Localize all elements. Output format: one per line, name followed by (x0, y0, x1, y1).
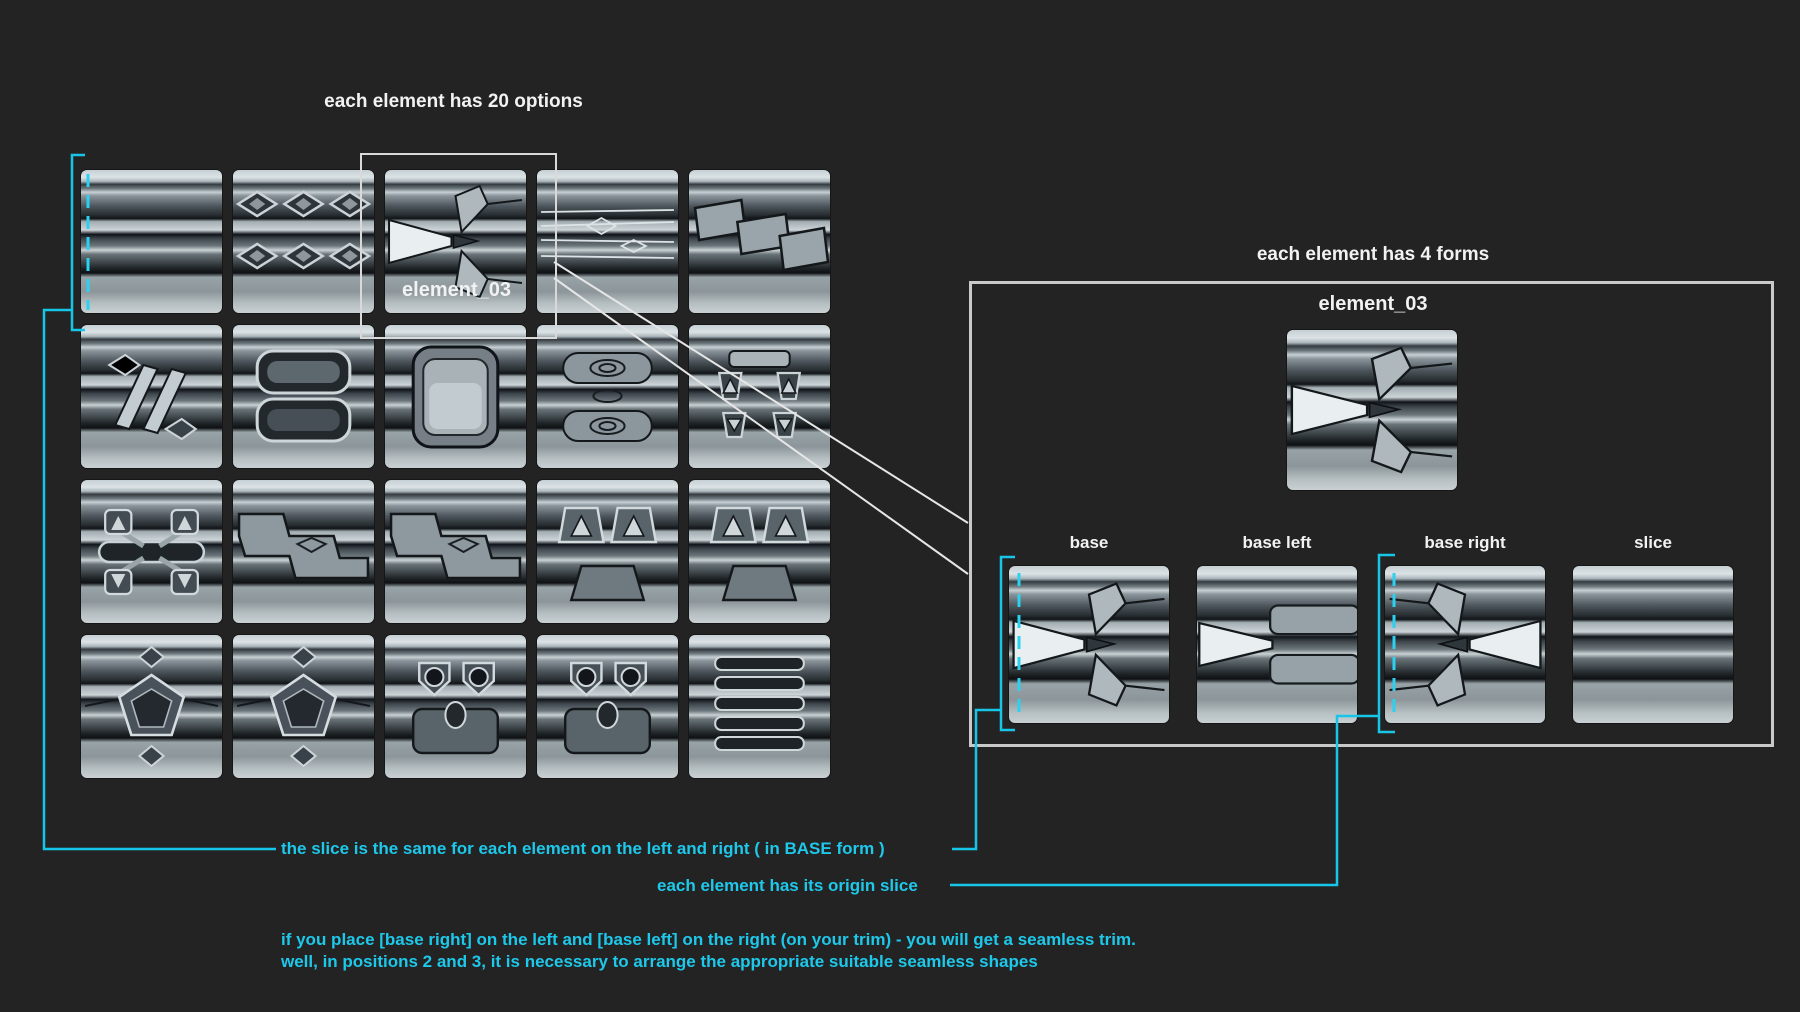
tile-ornament (237, 512, 370, 580)
form-tile-base (1009, 566, 1169, 723)
origin-slice-note-text: each element has its origin slice (657, 876, 918, 895)
grid-tile-element_08 (385, 325, 526, 468)
grid-tile-element_11 (81, 480, 222, 623)
tile-ornament (235, 190, 372, 270)
form-tile-base-left (1197, 566, 1357, 723)
grid-tile-element_16 (81, 635, 222, 778)
grid-tile-element_19 (537, 635, 678, 778)
grid-tile-element_13 (385, 480, 526, 623)
tile-ornament (1573, 566, 1733, 723)
grid-tile-element_01 (81, 170, 222, 313)
tile-ornament (1012, 582, 1165, 707)
element03-form-tile (1287, 330, 1457, 490)
paragraph-line2: well, in positions 2 and 3, it is necess… (281, 952, 1038, 971)
element03-form-label: element_03 (1318, 293, 1428, 315)
tile-ornament (97, 508, 206, 596)
grid-tile-element_12 (233, 480, 374, 623)
grid-tile-element_15 (689, 480, 830, 623)
grid-tile-element_09 (537, 325, 678, 468)
tile-ornament (1290, 346, 1453, 474)
tile-ornament (255, 349, 352, 443)
tile-ornament (714, 656, 805, 751)
tile-ornament (236, 645, 371, 768)
element03-highlight-box (360, 153, 557, 339)
tile-ornament (557, 506, 658, 602)
grid-tile-element_20 (689, 635, 830, 778)
tile-ornament (693, 198, 830, 272)
grid-tile-element_05 (689, 170, 830, 313)
grid-tile-element_04 (537, 170, 678, 313)
grid-tile-element_07 (233, 325, 374, 468)
tile-ornament (84, 645, 219, 768)
grid-tile-element_06 (81, 325, 222, 468)
tile-ornament (1198, 604, 1357, 685)
form-tile-slice (1573, 566, 1733, 723)
left-section-title: each element has 20 options (324, 91, 583, 112)
tile-ornament (563, 661, 652, 755)
tile-ornament (107, 353, 198, 441)
tile-ornament (411, 661, 500, 755)
tile-ornament (709, 506, 810, 602)
grid-tile-element_10 (689, 325, 830, 468)
tile-ornament (389, 512, 522, 580)
form-label-base-left: base left (1242, 533, 1312, 552)
right-section-title: each element has 4 forms (1256, 244, 1490, 265)
form-label-slice: slice (1634, 533, 1672, 552)
slice-note-text: the slice is the same for each element o… (281, 839, 885, 858)
grid-tile-element_17 (233, 635, 374, 778)
grid-tile-element_03 (385, 170, 526, 313)
tile-ornament (541, 209, 674, 259)
form-tile-base-right (1385, 566, 1545, 723)
grid-tile-element_18 (385, 635, 526, 778)
element03-grid-label: element_03 (402, 279, 511, 301)
tile-ornament (562, 352, 653, 442)
form-label-base: base (1069, 533, 1109, 552)
grid-tile-element_14 (537, 480, 678, 623)
form-label-base-right: base right (1424, 533, 1506, 552)
tile-ornament (1389, 582, 1542, 707)
tile-ornament (388, 184, 523, 299)
tile-ornament (81, 170, 222, 313)
grid-tile-element_02 (233, 170, 374, 313)
tile-ornament (411, 345, 500, 449)
tile-ornament (717, 350, 802, 439)
paragraph-line1: if you place [base right] on the left an… (281, 930, 1136, 949)
